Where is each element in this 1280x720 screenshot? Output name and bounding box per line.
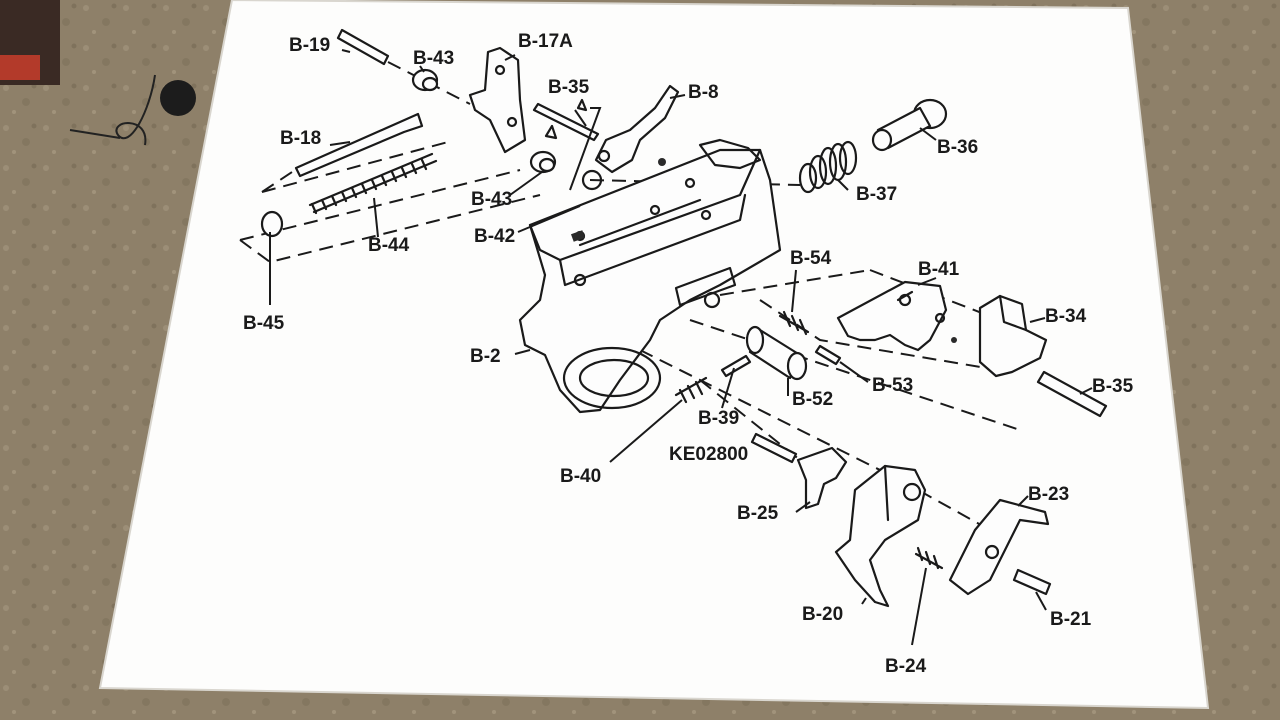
part-b35-top-pin: [532, 102, 600, 142]
part-b18-rod: [294, 112, 424, 178]
part-b52-cylinder: [745, 325, 808, 381]
leader-lines: [269, 49, 1093, 646]
part-labels: B-19 B-43 B-17A B-35 B-8 B-36 B-18 B-37 …: [243, 31, 1134, 677]
label-b43-top: B-43: [413, 48, 454, 69]
label-b52: B-52: [792, 389, 833, 410]
part-b19-pin: [336, 28, 390, 66]
label-b40: B-40: [560, 466, 601, 487]
part-b23-lever: [948, 498, 1050, 596]
label-ke02800: KE02800: [669, 444, 748, 465]
label-b2: B-2: [470, 346, 501, 367]
part-b34-block: [978, 294, 1048, 378]
label-b54: B-54: [790, 248, 832, 269]
label-b25: B-25: [737, 503, 779, 524]
part-b37-spring: [798, 140, 858, 194]
direction-arrows: [544, 98, 957, 343]
part-b20-trigger: [834, 464, 927, 608]
label-b41: B-41: [918, 259, 960, 280]
part-ke02800-pin: [750, 432, 798, 464]
label-b35-right: B-35: [1092, 376, 1134, 397]
label-b21: B-21: [1050, 609, 1092, 630]
label-b45: B-45: [243, 313, 285, 334]
part-b35-right-pin: [1036, 370, 1108, 418]
label-b17a: B-17A: [518, 31, 573, 52]
counter-objects: [0, 0, 196, 146]
label-b53: B-53: [872, 375, 913, 396]
label-b19: B-19: [289, 35, 330, 56]
part-b39-pin: [720, 354, 752, 378]
part-b43-top-bushing: [411, 68, 439, 92]
label-b43-mid: B-43: [471, 189, 512, 210]
part-b25-disconnector: [796, 446, 848, 510]
label-b20: B-20: [802, 604, 843, 625]
label-b36: B-36: [937, 137, 978, 158]
part-b41-sear: [836, 280, 948, 352]
part-b2-trigger-housing: [518, 138, 782, 414]
part-b24-spring: [914, 546, 944, 570]
label-b39: B-39: [698, 408, 739, 429]
part-b54-spring: [778, 310, 810, 336]
label-b42: B-42: [474, 226, 515, 247]
label-b34: B-34: [1045, 306, 1087, 327]
part-b8-lever: [594, 84, 680, 174]
label-b24: B-24: [885, 656, 927, 677]
label-b37: B-37: [856, 184, 897, 205]
part-b53-pin: [814, 344, 842, 366]
part-b21-pin: [1012, 568, 1052, 596]
label-b35-top: B-35: [548, 77, 590, 98]
part-b36-plunger: [871, 98, 948, 152]
label-b44: B-44: [368, 235, 410, 256]
label-b8: B-8: [688, 82, 719, 103]
label-b23: B-23: [1028, 484, 1069, 505]
part-b45-cap: [260, 210, 284, 238]
part-b40-spring: [674, 376, 708, 404]
part-b43-mid-bushing: [529, 150, 557, 174]
part-b44-spring: [308, 152, 438, 215]
label-b18: B-18: [280, 128, 321, 149]
